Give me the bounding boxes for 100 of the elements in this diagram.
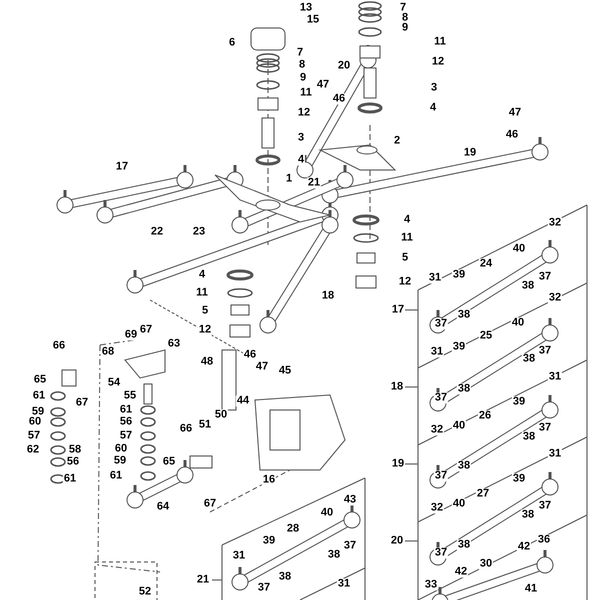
callout-number: 25: [478, 330, 494, 342]
callout-number: 15: [306, 14, 320, 26]
callout-number: 37: [256, 582, 272, 594]
callout-number: 2: [392, 136, 402, 146]
callout-number: 63: [166, 338, 182, 350]
callout-number: 45: [278, 366, 292, 376]
callout-number: 37: [434, 470, 448, 482]
callout-number: 31: [430, 346, 444, 358]
callout-number: 48: [200, 356, 214, 368]
callout-number: 5: [200, 306, 210, 316]
callout-number: 59: [112, 456, 128, 466]
callout-number: 21: [196, 574, 210, 586]
callout-number: 6: [228, 38, 236, 48]
callout-number: 37: [434, 318, 448, 330]
callout-number: 67: [74, 398, 90, 408]
callout-number: 57: [26, 430, 42, 442]
callout-number: 21: [306, 178, 322, 188]
callout-number: 20: [336, 60, 352, 72]
callout-number: 44: [236, 396, 250, 406]
callout-number: 37: [342, 540, 358, 552]
callout-number: 40: [452, 498, 466, 510]
callout-number: 38: [520, 280, 536, 292]
callout-number: 38: [456, 310, 472, 320]
callout-number: 3: [296, 132, 306, 144]
callout-number: 18: [390, 382, 404, 392]
callout-number: 7: [398, 2, 408, 14]
callout-number: 31: [548, 372, 562, 382]
callout-number: 38: [326, 550, 342, 560]
callout-number: 17: [114, 162, 130, 172]
callout-number: 37: [538, 272, 552, 282]
callout-number: 58: [68, 444, 82, 456]
callout-number: 42: [516, 542, 532, 552]
callout-number: 60: [28, 416, 42, 428]
callout-number: 42: [454, 566, 468, 578]
callout-number: 50: [214, 410, 228, 420]
callout-number: 3: [430, 82, 438, 94]
callout-number: 9: [298, 72, 308, 84]
callout-number: 40: [320, 508, 334, 518]
callout-number: 57: [118, 430, 134, 442]
callout-number: 39: [452, 342, 466, 352]
callout-number: 4: [428, 102, 438, 114]
callout-number: 32: [548, 218, 562, 228]
callout-number: 22: [150, 226, 164, 238]
callout-number: 4: [296, 154, 306, 166]
callout-number: 11: [195, 288, 209, 298]
callout-number: 32: [430, 502, 444, 514]
callout-number: 19: [390, 458, 406, 470]
callout-number: 39: [452, 270, 466, 280]
callout-number: 24: [478, 258, 494, 270]
callout-number: 68: [100, 346, 116, 358]
callout-number: 61: [62, 474, 78, 484]
callout-number: 46: [504, 130, 520, 140]
callout-number: 17: [390, 304, 406, 316]
callout-number: 64: [156, 502, 170, 512]
callout-number: 11: [400, 232, 414, 244]
callout-number: 59: [30, 406, 46, 418]
callout-number: 30: [478, 558, 494, 570]
callout-number: 16: [262, 474, 276, 486]
callout-number: 37: [434, 548, 448, 558]
callout-number: 39: [512, 396, 526, 408]
callout-number: 38: [456, 540, 472, 550]
callout-number: 31: [232, 550, 246, 562]
callout-number: 8: [400, 12, 410, 24]
callout-number: 67: [202, 498, 218, 510]
callout-number: 26: [478, 410, 492, 422]
callout-number: 12: [430, 56, 446, 68]
callout-number: 60: [114, 444, 128, 454]
callout-number: 39: [262, 536, 276, 546]
callout-number: 31: [336, 578, 352, 590]
callout-number: 4: [198, 270, 206, 280]
callout-number: 38: [520, 510, 536, 520]
callout-number: 18: [320, 290, 336, 302]
callout-number: 43: [342, 494, 358, 506]
callout-number: 46: [242, 350, 258, 360]
callout-number: 27: [476, 488, 490, 500]
callout-number: 37: [538, 422, 552, 434]
callout-number: 38: [522, 432, 536, 442]
callout-number: 28: [286, 524, 300, 534]
callout-number: 47: [508, 108, 522, 118]
callout-number: 61: [108, 470, 124, 482]
callout-number: 40: [512, 244, 526, 254]
callout-number: 32: [430, 424, 444, 436]
callout-number: 31: [548, 448, 562, 460]
callout-number: 66: [52, 340, 66, 352]
callout-number: 56: [66, 456, 80, 468]
callout-number: 38: [456, 384, 472, 394]
callout-number: 37: [538, 346, 552, 356]
callout-number: 36: [536, 534, 552, 546]
callout-number: 40: [452, 420, 466, 432]
callout-number: 52: [138, 586, 152, 598]
callout-number: 33: [424, 580, 438, 590]
callout-number: 32: [548, 292, 562, 304]
callout-number: 41: [524, 584, 538, 594]
callout-number: 38: [278, 572, 292, 582]
callout-number: 40: [510, 318, 526, 328]
callout-number: 13: [298, 2, 314, 14]
callout-number: 9: [400, 22, 410, 34]
callout-number: 37: [434, 392, 448, 404]
callout-number: 7: [296, 48, 304, 58]
callout-number: 20: [390, 536, 404, 546]
